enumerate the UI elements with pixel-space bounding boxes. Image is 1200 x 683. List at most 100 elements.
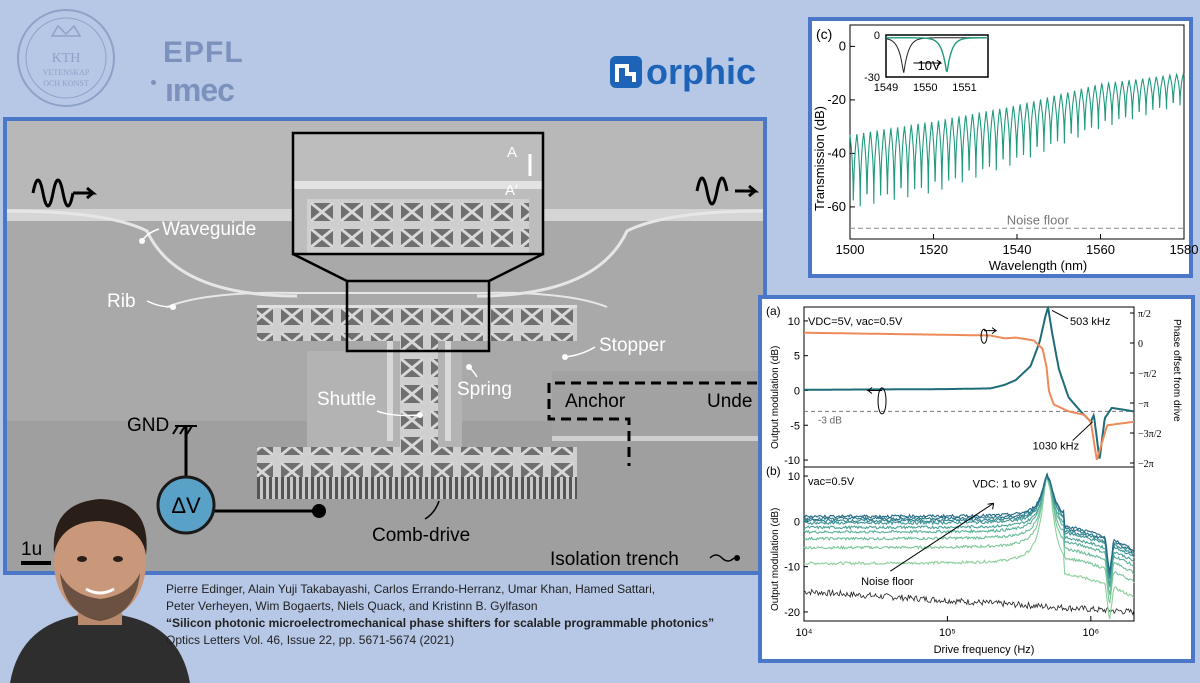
sem-micrograph: A A' Waveguide Rib Stopper Spring [6, 121, 764, 571]
kth-logo: KTH VETENSKAP OCH KONST [17, 9, 115, 107]
kth-logo-text-1: KTH [52, 51, 81, 66]
panel-b-xtick-label: 10⁵ [939, 627, 956, 639]
transmission-spectrum-panel: (c) Transmission (dB) Wavelength (nm) 15… [808, 17, 1198, 278]
scale-bar-label: 1u [21, 539, 42, 560]
label-comb-drive: Comb-drive [372, 525, 470, 546]
panel-c-ytick-label: -40 [827, 145, 846, 160]
input-light-wave-icon [31, 178, 75, 208]
panel-a-y2tick-label: π/2 [1138, 309, 1151, 320]
output-arrow-icon [735, 184, 760, 198]
panel-a-ytick-label: -10 [784, 455, 800, 467]
panel-c-inset-line-10v [886, 37, 988, 73]
panel-a-second-leader [1072, 421, 1094, 441]
imec-logo-dot [151, 80, 156, 85]
frequency-response-chart: (a) (b) Output modulation (dB) Output mo… [766, 304, 1182, 656]
label-under: Unde [707, 391, 752, 412]
panel-a-conditions: VDC=5V, vac=0.5V [808, 316, 903, 328]
panel-a-y2tick-label: −π/2 [1138, 369, 1156, 380]
panel-b-sweep-arrow-icon [890, 502, 995, 572]
kth-logo-text-3: OCH KONST [43, 79, 89, 88]
stopper-callout: Stopper [562, 335, 666, 360]
panel-b-xtick-label: 10⁴ [796, 627, 813, 639]
input-arrow-icon [73, 186, 98, 200]
imec-logo: ımec [165, 72, 235, 108]
panel-c-inset-label: 10V [918, 58, 941, 73]
panel-a-amplitude-axis-marker-icon [877, 387, 887, 415]
panel-b-series-vdc-8 [803, 472, 1135, 575]
frequency-response-panel: (a) (b) Output modulation (dB) Output mo… [758, 295, 1195, 663]
citation-block: Pierre Edinger, Alain Yuji Takabayashi, … [166, 581, 766, 649]
label-isolation-trench: Isolation trench [550, 549, 679, 570]
spring-callout: Spring [457, 364, 512, 400]
scale-bar [21, 561, 51, 565]
panel-a-peak-label: 503 kHz [1070, 316, 1110, 328]
epfl-logo: EPFL [163, 36, 244, 69]
author-photo [10, 499, 190, 683]
panel-c-noise-floor-label: Noise floor [1007, 212, 1070, 227]
panel-a-label: (a) [766, 304, 781, 318]
panel-a-y2tick-label: −3π/2 [1138, 429, 1161, 440]
panel-b-conditions: vac=0.5V [808, 476, 855, 488]
voltage-source-circuit: GND ΔV [127, 415, 326, 535]
panel-c-ylabel: Transmission (dB) [812, 106, 827, 211]
panel-c-xlabel: Wavelength (nm) [989, 258, 1088, 273]
panel-a-frame [803, 306, 1135, 468]
panel-c-xtick-label: 1520 [919, 242, 948, 257]
transmission-spectrum-chart: (c) Transmission (dB) Wavelength (nm) 15… [812, 24, 1198, 273]
panel-a-ytick-label: -5 [790, 420, 800, 432]
panel-b-series-vdc-3 [803, 474, 1135, 596]
panel-c-xtick-label: 1580 [1170, 242, 1199, 257]
panel-a-ytick-label: 10 [788, 316, 800, 328]
paper-title: “Silicon photonic microelectromechanical… [166, 616, 715, 630]
panel-b-ytick-label: -20 [784, 607, 800, 619]
label-spring: Spring [457, 379, 512, 400]
panel-b-ylabel: Output modulation (dB) [770, 508, 781, 611]
label-shuttle: Shuttle [317, 389, 376, 410]
shuttle-callout: Shuttle [317, 389, 423, 418]
panel-b-ytick-label: 10 [788, 471, 800, 483]
panel-b-sweep-label: VDC: 1 to 9V [973, 478, 1038, 490]
panel-b-noise-floor-label: Noise floor [861, 576, 914, 588]
sem-micrograph-panel: A A' Waveguide Rib Stopper Spring [3, 117, 767, 575]
panel-b-series-vdc-2 [803, 474, 1135, 604]
panel-b-noise-floor-line [803, 588, 1135, 616]
panel-b-xlabel: Drive frequency (Hz) [934, 644, 1035, 656]
panel-b-series-vdc-6 [803, 473, 1135, 580]
author-list-line-1: Pierre Edinger, Alain Yuji Takabayashi, … [166, 582, 656, 596]
label-waveguide: Waveguide [162, 219, 256, 240]
anchor-region: Anchor Unde [547, 381, 763, 466]
label-anchor: Anchor [565, 391, 626, 412]
kth-logo-text-2: VETENSKAP [43, 68, 90, 77]
panel-c-inset-arrow-icon [913, 59, 943, 67]
panel-b-series-vdc-5 [803, 474, 1135, 586]
panel-a-y2tick-label: −2π [1138, 459, 1154, 470]
voltage-source-icon [156, 475, 216, 535]
panel-c-inset-xtick-label: 1550 [913, 82, 937, 94]
morphic-logo: orphic [610, 51, 756, 92]
panel-c-inset-ytick-label: -30 [864, 72, 880, 84]
panel-c-inset-xtick-label: 1549 [874, 82, 898, 94]
panel-a-series-amplitude [804, 305, 1135, 459]
panel-a-y2label: Phase offset from drive [1171, 319, 1182, 422]
panel-c-ytick-label: -20 [827, 92, 846, 107]
panel-b-label: (b) [766, 464, 781, 478]
journal-citation: Optics Letters Vol. 46, Issue 22, pp. 56… [166, 633, 455, 647]
output-light-wave-icon [695, 176, 729, 206]
label-stopper: Stopper [599, 335, 666, 356]
panel-b-series-vdc-9 [803, 472, 1135, 572]
panel-b-ytick-label: -10 [784, 562, 800, 574]
panel-a-peak-leader [1051, 310, 1069, 320]
panel-c-xtick-label: 1540 [1003, 242, 1032, 257]
panel-a-right-axis-arrow-icon [984, 327, 998, 335]
label-rib: Rib [107, 291, 136, 312]
panel-b-series-vdc-1 [803, 474, 1135, 620]
panel-c-ytick-label: -60 [827, 199, 846, 214]
panel-a-y2tick-label: 0 [1138, 339, 1143, 350]
panel-c-inset-xtick-label: 1551 [952, 82, 976, 94]
panel-a-phase-axis-marker-icon [980, 328, 988, 344]
panel-a-series-phase [803, 331, 1135, 460]
label-delta-v: ΔV [171, 493, 201, 518]
panel-c-ytick-label: 0 [839, 38, 846, 53]
label-a-prime: A' [505, 182, 518, 199]
author-list-line-2: Peter Verheyen, Wim Bogaerts, Niels Quac… [166, 599, 538, 613]
